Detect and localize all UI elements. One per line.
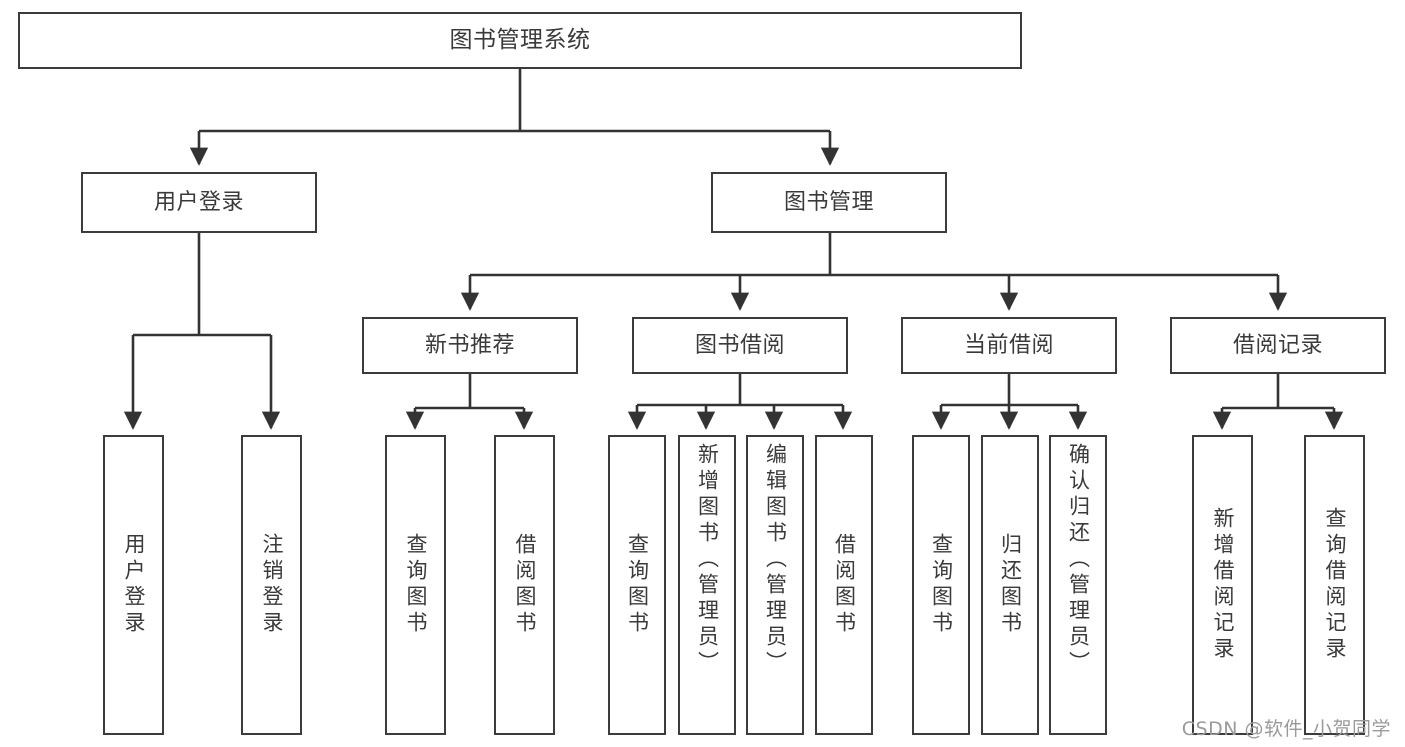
node-label: 新增借阅记录 xyxy=(1211,507,1235,663)
leaf-query-book-newbook[interactable]: 查询图书 xyxy=(385,435,446,735)
node-label: 借阅图书 xyxy=(832,533,857,637)
node-label: 图书管理 xyxy=(783,189,874,215)
leaf-query-book-current[interactable]: 查询图书 xyxy=(912,435,970,735)
node-label: 查询图书 xyxy=(404,533,428,637)
node-label: 查询借阅记录 xyxy=(1323,507,1347,663)
node-label: 借阅图书 xyxy=(513,533,537,637)
node-label: 用户登录 xyxy=(153,189,244,215)
node-label: 查询图书 xyxy=(625,533,650,637)
node-book-management[interactable]: 图书管理 xyxy=(711,172,947,233)
node-label: 归还图书 xyxy=(998,533,1023,637)
node-new-book-recommendation[interactable]: 新书推荐 xyxy=(362,317,578,374)
leaf-borrow-book-newbook[interactable]: 借阅图书 xyxy=(494,435,555,735)
leaf-borrow-book-borrow[interactable]: 借阅图书 xyxy=(815,435,873,735)
node-label: 图书借阅 xyxy=(694,332,785,358)
leaf-return-book[interactable]: 归还图书 xyxy=(981,435,1039,735)
node-label: 编辑图书（管理员） xyxy=(763,443,788,677)
node-label: 注销登录 xyxy=(260,533,284,637)
node-label: 查询图书 xyxy=(929,533,954,637)
node-label: 确认归还（管理员） xyxy=(1066,443,1091,677)
node-label: 新增图书（管理员） xyxy=(695,443,720,677)
node-label: 图书管理系统 xyxy=(449,26,591,53)
node-borrowing-record[interactable]: 借阅记录 xyxy=(1170,317,1386,374)
node-label: 用户登录 xyxy=(122,533,146,637)
node-label: 借阅记录 xyxy=(1232,332,1323,358)
node-user-login[interactable]: 用户登录 xyxy=(81,172,317,233)
node-label: 当前借阅 xyxy=(963,332,1054,358)
leaf-edit-book-admin[interactable]: 编辑图书（管理员） xyxy=(746,435,804,735)
node-label: 新书推荐 xyxy=(424,332,515,358)
watermark: CSDN @软件_小贺同学 xyxy=(1181,718,1391,740)
node-current-borrowing[interactable]: 当前借阅 xyxy=(901,317,1117,374)
node-root-book-management-system[interactable]: 图书管理系统 xyxy=(18,12,1022,69)
leaf-user-logout[interactable]: 注销登录 xyxy=(241,435,302,735)
leaf-confirm-return-admin[interactable]: 确认归还（管理员） xyxy=(1049,435,1107,735)
leaf-user-login[interactable]: 用户登录 xyxy=(103,435,164,735)
leaf-query-book-borrow[interactable]: 查询图书 xyxy=(608,435,666,735)
node-book-borrowing[interactable]: 图书借阅 xyxy=(632,317,848,374)
leaf-add-borrow-record[interactable]: 新增借阅记录 xyxy=(1192,435,1253,735)
leaf-query-borrow-record[interactable]: 查询借阅记录 xyxy=(1304,435,1365,735)
leaf-add-book-admin[interactable]: 新增图书（管理员） xyxy=(678,435,736,735)
